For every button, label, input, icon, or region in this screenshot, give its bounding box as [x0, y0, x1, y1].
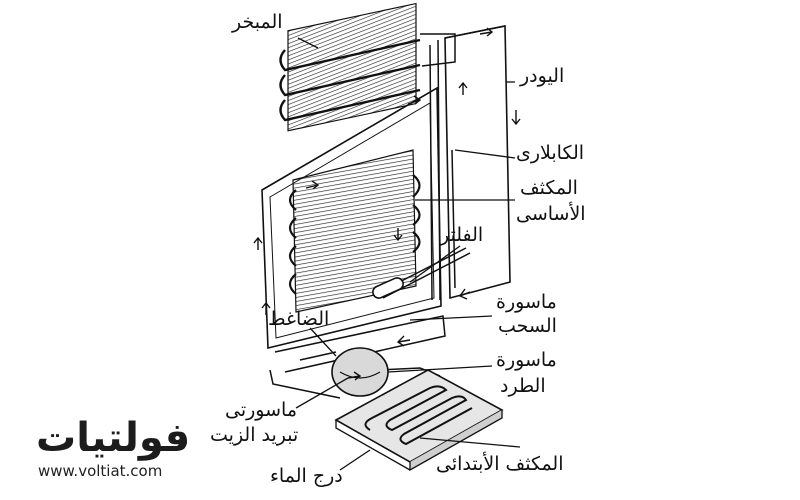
leader-capillary	[454, 149, 516, 159]
evaporator-coil	[279, 2, 456, 132]
water-tray	[334, 369, 504, 472]
watermark-brand: فولتيات	[36, 415, 191, 461]
label-cooler: اليودر	[520, 65, 565, 87]
label-discharge-pipe-line1: ماسورة	[496, 349, 557, 371]
leader-filter	[409, 245, 461, 283]
main-condenser-coil	[288, 149, 421, 313]
label-initial-condenser: المكثف الأبتدائى	[436, 453, 564, 475]
label-suction-pipe-line1: ماسورة	[496, 291, 557, 313]
label-main-condenser-line1: المكثف	[520, 177, 578, 199]
label-compressor: الضاغط	[268, 308, 330, 330]
label-filter: الفلتر	[440, 224, 484, 246]
leader-compressor	[309, 327, 337, 357]
leader-lines	[295, 37, 521, 471]
condenser-back-sheet	[261, 86, 442, 350]
leader-evaporator	[297, 37, 319, 49]
label-main-condenser-line2: الأساسى	[516, 203, 586, 225]
compressor-body	[331, 347, 389, 397]
watermark-url: www.voltiat.com	[38, 462, 163, 480]
leader-suction	[409, 315, 493, 321]
leader-oil-cooling	[295, 377, 349, 409]
leader-initial-condenser	[419, 437, 521, 448]
label-oil-cooling-line2: تبريد الزيت	[210, 424, 299, 446]
filter-element	[372, 277, 404, 299]
label-oil-cooling-line1: ماسورتى	[225, 399, 298, 421]
flow-arrows	[253, 27, 521, 381]
label-suction-pipe-line2: السحب	[498, 315, 557, 337]
label-evaporator: المبخر	[232, 11, 283, 33]
leader-water-tray	[339, 449, 371, 471]
label-capillary: الكابلارى	[516, 142, 585, 164]
label-water-tray: درج الماء	[270, 465, 343, 487]
label-discharge-pipe-line2: الطرد	[500, 375, 546, 397]
leader-discharge	[387, 365, 493, 373]
